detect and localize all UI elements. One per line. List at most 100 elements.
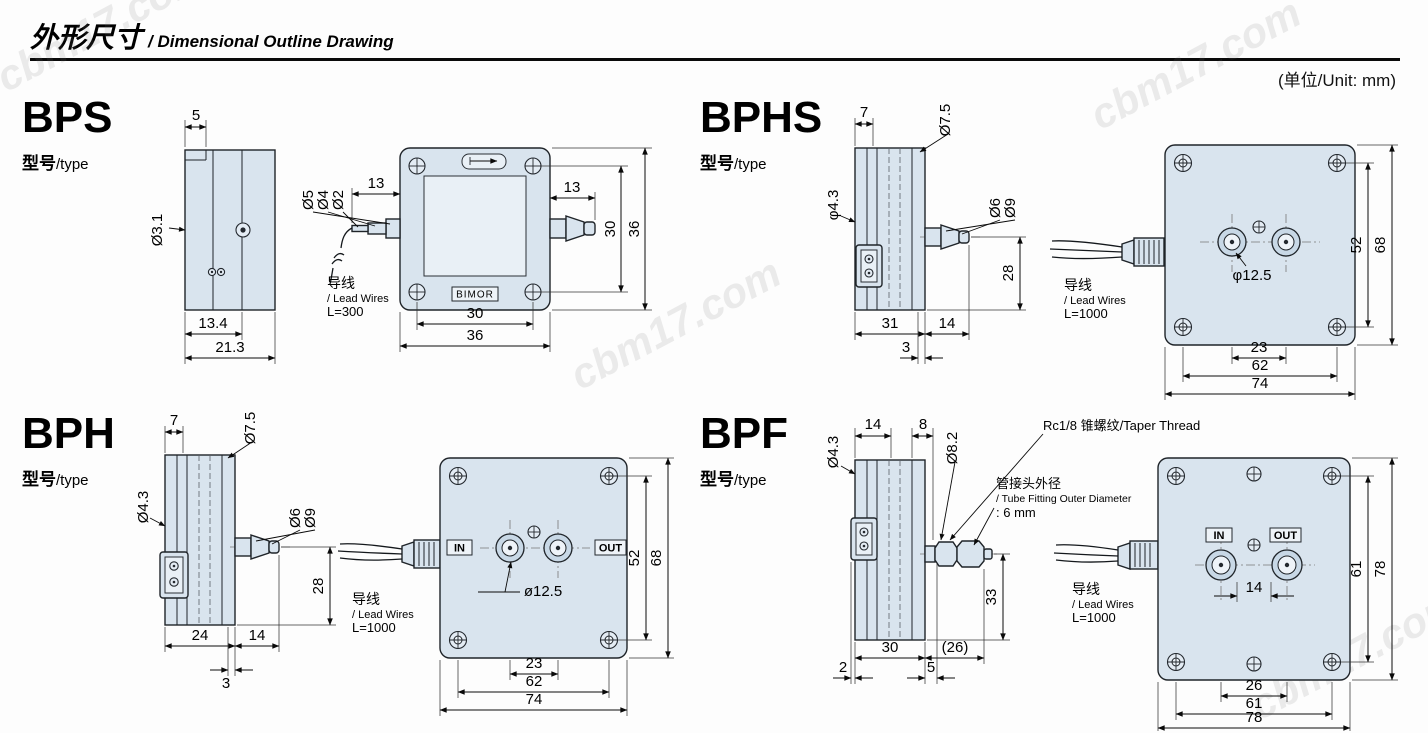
bphs-dim-3: 3 xyxy=(900,312,943,364)
lead-label-en: / Lead Wires xyxy=(1072,599,1134,611)
dim-text: Ø9 xyxy=(302,508,319,528)
page-title-en: / Dimensional Outline Drawing xyxy=(148,32,394,51)
bps-dim-nozzle-dias: Ø5 Ø4 Ø2 xyxy=(300,190,391,228)
bphs-dim-68: 68 xyxy=(1357,144,1398,346)
type-en: /type xyxy=(734,472,767,489)
bphs-nozzle xyxy=(920,224,980,250)
lead-label-en: / Lead Wires xyxy=(327,293,389,305)
in-label: IN xyxy=(454,543,465,555)
bphs-dim-52: 52 xyxy=(1346,162,1374,328)
model-name-bph: BPH xyxy=(22,409,115,458)
dim-text: 61 xyxy=(1246,695,1263,712)
bph-dim-68: 68 xyxy=(629,457,674,659)
unit-note: (单位/Unit: mm) xyxy=(1277,71,1396,90)
dim-text: 5 xyxy=(192,107,200,124)
dim-text: Ø6 xyxy=(287,508,304,528)
dim-text: 13 xyxy=(368,175,385,192)
bpf-connector xyxy=(850,517,878,561)
lead-label-length: L=1000 xyxy=(352,620,396,635)
dim-text: Ø5 xyxy=(300,190,317,210)
bps-dim-30-right: 30 xyxy=(541,165,628,293)
dim-text: Ø4 xyxy=(315,190,332,210)
bpf-side-view: 14 8 Ø4.3 Ø8.2 Rc1/8 锥螺纹/Taper Thread xyxy=(825,416,1200,684)
bpf-dim-26: 26 xyxy=(1220,677,1288,702)
model-type-label: 型号/type xyxy=(700,149,822,174)
bps-dim-36-right: 36 xyxy=(552,147,652,311)
dim-text: 62 xyxy=(1252,357,1269,374)
dim-text: Ø7.5 xyxy=(937,104,954,137)
dim-text: 7 xyxy=(170,412,178,429)
dim-text: 74 xyxy=(1252,375,1269,392)
bphs-connector xyxy=(855,244,883,288)
dim-text: Ø4.3 xyxy=(825,436,842,469)
bpf-dim-78-bottom: 78 xyxy=(1157,682,1351,731)
bphs-port-right xyxy=(1271,227,1301,257)
dim-text: 7 xyxy=(860,104,868,121)
dim-text: 28 xyxy=(1000,265,1017,282)
model-type-label: 型号/type xyxy=(22,149,112,174)
bph-connector xyxy=(159,551,189,599)
dim-text: 30 xyxy=(467,305,484,322)
bpf-dim-2: 2 xyxy=(833,562,873,684)
bph-dim-52: 52 xyxy=(618,475,652,641)
bph-dim-62: 62 xyxy=(457,660,610,698)
bpf-center-screw xyxy=(1247,538,1261,552)
lead-label-length: L=300 xyxy=(327,304,364,319)
bph-port-left xyxy=(495,533,525,563)
type-en: /type xyxy=(56,472,89,489)
lead-label-length: L=1000 xyxy=(1072,610,1116,625)
bphs-side-view: 7 Ø7.5 φ4.3 Ø6 Ø9 28 xyxy=(825,104,1026,364)
bphs-corner-screws xyxy=(1173,153,1347,337)
lead-label-cn: 导线 xyxy=(352,591,380,607)
dim-text: 74 xyxy=(526,691,543,708)
panel-title-bphs: BPHS 型号/type xyxy=(700,96,822,174)
bpf-dim-8: 8 xyxy=(911,416,934,540)
bphs-dim-28: 28 xyxy=(927,236,1026,311)
model-type-label: 型号/type xyxy=(700,465,788,490)
bpf-dim-dia43: Ø4.3 xyxy=(825,436,856,475)
bph-out-plate: OUT xyxy=(594,539,627,556)
bphs-dim-23: 23 xyxy=(1231,339,1287,364)
bph-dim-23: 23 xyxy=(509,655,559,680)
bpf-dim-30-26: 30 (26) xyxy=(854,569,985,664)
lead-label-en: / Lead Wires xyxy=(1064,295,1126,307)
bps-side-dim-134: 13.4 xyxy=(184,312,243,340)
type-cn: 型号 xyxy=(22,470,56,489)
bph-side-view: 7 Ø7.5 Ø4.3 Ø6 Ø9 28 xyxy=(135,412,336,692)
bpf-lead-label: 导线 / Lead Wires L=1000 xyxy=(1072,581,1134,625)
bpf-port-right xyxy=(1271,549,1303,581)
dim-text: 5 xyxy=(927,659,935,676)
bph-port-right xyxy=(543,533,573,563)
dim-text: 36 xyxy=(626,221,643,238)
bps-side-dim-213: 21.3 xyxy=(184,312,276,364)
bphs-dim-dia43: φ4.3 xyxy=(825,190,856,223)
bph-dim-3: 3 xyxy=(210,627,253,692)
lead-label-length: L=1000 xyxy=(1064,306,1108,321)
bphs-lead-label: 导线 / Lead Wires L=1000 xyxy=(1064,277,1126,321)
dim-text: 14 xyxy=(249,627,266,644)
bps-dim-36-bottom: 36 xyxy=(399,312,551,352)
out-label: OUT xyxy=(599,543,623,555)
dim-text: 13.4 xyxy=(198,315,227,332)
taper-thread-note: Rc1/8 锥螺纹/Taper Thread xyxy=(1043,418,1200,433)
dim-text: Ø6 xyxy=(987,198,1004,218)
bph-dim-24-14: 24 14 xyxy=(164,555,280,652)
bpf-dim-61-bottom: 61 xyxy=(1175,682,1333,720)
bps-logo-plate: BIMOR xyxy=(451,286,499,302)
dim-text: (26) xyxy=(942,639,969,656)
model-name-bphs: BPHS xyxy=(700,93,823,142)
bph-dim-nozzle-dias: Ø6 Ø9 xyxy=(255,508,319,545)
in-label: IN xyxy=(1214,530,1225,542)
bph-in-plate: IN xyxy=(446,539,473,556)
dim-text: 68 xyxy=(648,550,665,567)
dim-text: ø12.5 xyxy=(524,583,562,600)
bph-dim-dia125: ø12.5 xyxy=(478,561,562,600)
bpf-tube-fitting xyxy=(920,540,1000,568)
bph-lead-label: 导线 / Lead Wires L=1000 xyxy=(352,591,414,635)
bpf-dim-14: 14 xyxy=(854,416,892,458)
dim-text: 14 xyxy=(1246,579,1263,596)
dim-text: φ4.3 xyxy=(825,190,842,221)
dim-text: 33 xyxy=(983,589,1000,606)
